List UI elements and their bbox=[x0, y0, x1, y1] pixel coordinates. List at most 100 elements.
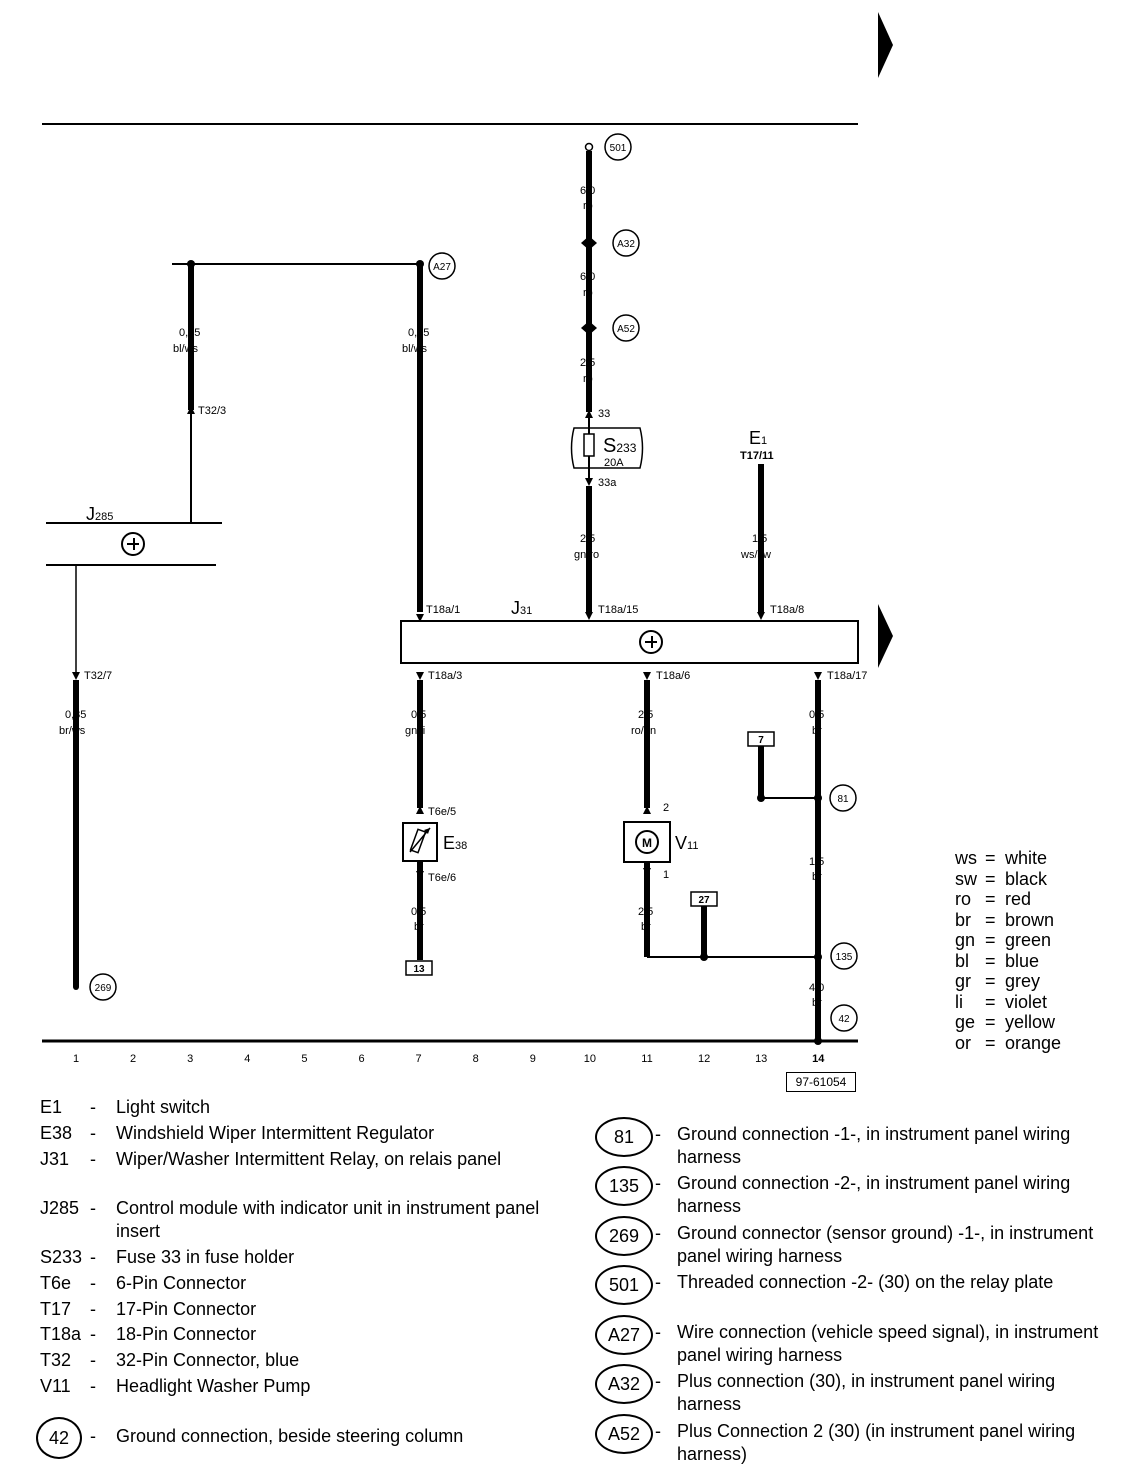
abbr-desc: Light switch bbox=[116, 1097, 211, 1117]
wire-size: 2,5 bbox=[638, 906, 653, 918]
wire-size: 1,5 bbox=[752, 533, 767, 545]
legend-name: black bbox=[1005, 868, 1048, 889]
grid-number: 13 bbox=[755, 1053, 767, 1065]
ground-box-7-label: 7 bbox=[758, 735, 764, 746]
wire-size: 6,0 bbox=[580, 185, 595, 197]
ground-note-circle: A32 bbox=[595, 1364, 653, 1404]
legend-code: gr bbox=[955, 971, 972, 991]
pin-label: T18a/8 bbox=[770, 604, 804, 616]
conn-81-label: 81 bbox=[837, 794, 849, 805]
wire-color: ws/sw bbox=[740, 549, 771, 561]
abbr-desc: 17-Pin Connector bbox=[116, 1299, 257, 1319]
pin-label: T32/7 bbox=[84, 670, 112, 682]
legend-eq: = bbox=[985, 889, 996, 909]
pin-arrow bbox=[585, 478, 593, 486]
dash: - bbox=[90, 1198, 96, 1218]
legend-eq: = bbox=[985, 848, 996, 868]
wire-color: br bbox=[812, 871, 822, 883]
legend-code: bl bbox=[955, 950, 970, 971]
j31-label: J31 bbox=[511, 598, 532, 618]
ground-box-13-label: 13 bbox=[413, 964, 425, 975]
terminal bbox=[584, 142, 594, 152]
wire-size: 1,5 bbox=[809, 856, 824, 868]
wire-color: br bbox=[414, 921, 424, 933]
j285-label: J285 bbox=[86, 504, 113, 524]
conn-501-label: 501 bbox=[610, 143, 627, 154]
e38-label: E38 bbox=[443, 833, 467, 853]
junction-dot bbox=[73, 984, 79, 990]
wire-size: 2,5 bbox=[580, 357, 595, 369]
e1-pin: T17/11 bbox=[740, 450, 774, 462]
legend-name: brown bbox=[1005, 909, 1055, 930]
dash: - bbox=[655, 1421, 661, 1441]
motor-icon bbox=[635, 830, 659, 854]
wire-size: 2,5 bbox=[638, 709, 653, 721]
ground-note-desc: Wire connection (vehicle speed signal), … bbox=[677, 1322, 1099, 1365]
grid-number: 5 bbox=[301, 1053, 307, 1065]
drawing-reference: 97-61054 bbox=[786, 1072, 856, 1092]
conn-a52-label: A52 bbox=[617, 324, 635, 335]
wire-color: ro bbox=[583, 287, 593, 299]
dash: - bbox=[90, 1123, 96, 1143]
pin-arrow bbox=[187, 406, 195, 414]
legend-name: orange bbox=[1005, 1032, 1062, 1053]
legend-eq: = bbox=[985, 909, 996, 930]
legend-code: or bbox=[955, 1032, 972, 1053]
pin-arrow bbox=[814, 672, 822, 680]
pin-arrow bbox=[643, 806, 651, 814]
wire-size: 0,5 bbox=[809, 709, 824, 721]
legend-eq: = bbox=[985, 991, 996, 1012]
wire-color: bl/ws bbox=[173, 343, 199, 355]
fuse-icon bbox=[583, 433, 595, 457]
conn-501 bbox=[604, 133, 632, 161]
legend-name: white bbox=[1005, 848, 1048, 868]
j285-symbol-icon bbox=[121, 532, 145, 556]
splice-mark bbox=[581, 236, 597, 243]
dash: - bbox=[90, 1149, 96, 1169]
wire-size: 0,5 bbox=[411, 906, 426, 918]
pin-label: T18a/6 bbox=[656, 670, 690, 682]
conn-a27 bbox=[428, 252, 456, 280]
ground-note-desc: Plus connection (30), in instrument pane… bbox=[677, 1371, 1056, 1414]
abbr-desc: 18-Pin Connector bbox=[116, 1324, 257, 1344]
pin-label: T18a/15 bbox=[598, 604, 638, 616]
grid-number: 4 bbox=[244, 1053, 250, 1065]
pin-arrow bbox=[585, 410, 593, 418]
dash: - bbox=[90, 1426, 96, 1446]
grid-number: 6 bbox=[358, 1053, 364, 1065]
ground-box-13 bbox=[405, 960, 433, 976]
ground-note-desc: Ground connector (sensor ground) -1-, in… bbox=[677, 1223, 1094, 1266]
grid-number: 3 bbox=[187, 1053, 193, 1065]
wire-size: 0,5 bbox=[411, 709, 426, 721]
pin-label: T6e/6 bbox=[428, 872, 456, 884]
wire-size: 0,35 bbox=[179, 327, 200, 339]
abbr-code: E38 bbox=[40, 1123, 73, 1143]
grid-number: 7 bbox=[416, 1053, 422, 1065]
legend-code: br bbox=[955, 909, 972, 930]
dash: - bbox=[655, 1223, 661, 1243]
dash: - bbox=[655, 1371, 661, 1391]
motor-letter: M bbox=[642, 836, 652, 850]
wire-color: br bbox=[812, 725, 822, 737]
conn-42-label: 42 bbox=[838, 1014, 850, 1025]
legend-code: li bbox=[955, 991, 963, 1012]
abbr-desc: Windshield Wiper Intermittent Regulator bbox=[116, 1123, 435, 1143]
legend-code: ws bbox=[955, 848, 977, 868]
grid-number: 12 bbox=[698, 1053, 710, 1065]
abbr-code: S233 bbox=[40, 1247, 83, 1267]
potentiometer-icon bbox=[409, 827, 431, 854]
junction-dot bbox=[757, 794, 765, 802]
e1-label: E1 bbox=[749, 428, 767, 448]
wire-color: bl/ws bbox=[402, 343, 428, 355]
wire-size: 0,35 bbox=[408, 327, 429, 339]
ground-box-27 bbox=[690, 891, 718, 907]
wire-size: 2,5 bbox=[580, 533, 595, 545]
legend-name: green bbox=[1005, 930, 1052, 950]
legend-name: violet bbox=[1005, 991, 1048, 1012]
wire-color: ro/gn bbox=[631, 725, 656, 737]
pin-label: 2 bbox=[663, 802, 669, 814]
abbr-code: T17 bbox=[40, 1299, 72, 1319]
ground-note-desc: Ground connection -1-, in instrument pan… bbox=[677, 1124, 1071, 1167]
ground-box-27-label: 27 bbox=[698, 895, 710, 906]
fuse-holder bbox=[570, 427, 644, 469]
